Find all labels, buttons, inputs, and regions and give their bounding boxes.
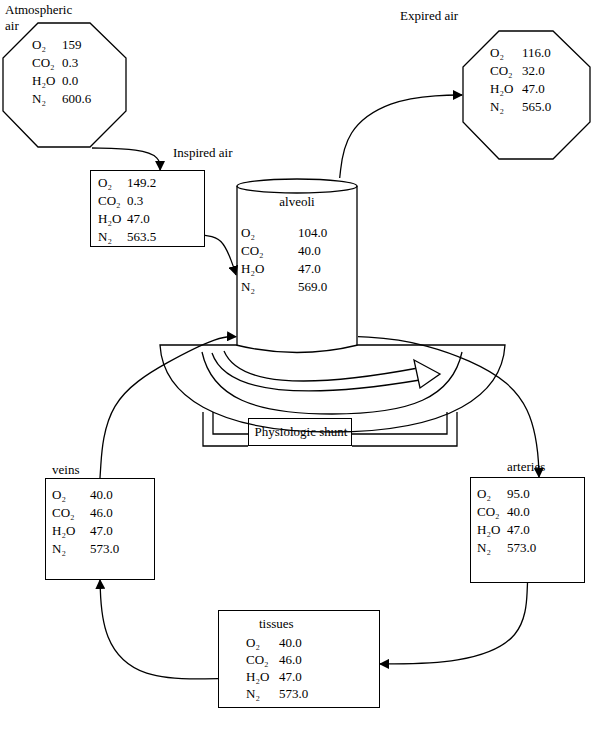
partial-pressure-value: 40.0 bbox=[507, 504, 530, 520]
alveoli-cylinder: alveoliO₂ 104.0CO₂ 40.0H₂O 47.0N₂ 569.0 bbox=[236, 178, 358, 345]
gas-name: O₂ bbox=[98, 175, 112, 191]
flow-arrow bbox=[100, 336, 236, 478]
gas-name: N₂ bbox=[246, 686, 260, 702]
partial-pressure-value: 47.0 bbox=[279, 669, 302, 685]
gas-name: O₂ bbox=[477, 486, 491, 502]
partial-pressure-value: 149.2 bbox=[127, 175, 156, 191]
partial-pressure-value: 573.0 bbox=[90, 541, 119, 557]
octagon-shape bbox=[463, 31, 590, 159]
section-heading: Atmospheric air bbox=[5, 2, 77, 34]
partial-pressure-value: 563.5 bbox=[127, 229, 156, 245]
gas-name: N₂ bbox=[98, 229, 112, 245]
shunt-tube bbox=[352, 412, 457, 446]
shunt-tube bbox=[352, 412, 447, 434]
gas-name: H₂O bbox=[52, 523, 75, 539]
gas-name: H₂O bbox=[98, 211, 121, 227]
gas-name: CO₂ bbox=[490, 63, 513, 79]
partial-pressure-value: 159 bbox=[62, 37, 82, 53]
octagon-box: Atmospheric airO₂159CO₂0.3H₂O0.0N₂600.6 bbox=[2, 22, 127, 148]
gas-name: CO₂ bbox=[477, 504, 500, 520]
gas-name: O₂ bbox=[246, 635, 260, 651]
gas-name: N₂ bbox=[477, 540, 491, 556]
gas-name: N₂ bbox=[241, 279, 255, 295]
partial-pressure-value: 47.0 bbox=[90, 523, 113, 539]
octagon-box: Expired airO₂116.0CO₂32.0H₂O47.0N₂565.0 bbox=[462, 30, 591, 160]
cylinder-top bbox=[237, 179, 357, 193]
gas-name: O₂ bbox=[32, 37, 46, 53]
partial-pressure-value: 116.0 bbox=[522, 45, 551, 61]
gas-table-box: Inspired airO₂149.2CO₂0.3H₂O47.0N₂563.5 bbox=[90, 170, 205, 247]
partial-pressure-value: 0.3 bbox=[62, 55, 78, 71]
shunt-box: Physiologic shunt bbox=[248, 418, 352, 446]
gas-name: H₂O bbox=[32, 73, 55, 89]
flow-band bbox=[224, 351, 418, 381]
partial-pressure-value: 47.0 bbox=[298, 261, 321, 277]
gas-name: H₂O bbox=[490, 81, 513, 97]
partial-pressure-value: 573.0 bbox=[507, 540, 536, 556]
flow-arrow-head bbox=[414, 360, 440, 388]
partial-pressure-value: 40.0 bbox=[90, 487, 113, 503]
flow-band bbox=[212, 353, 420, 391]
gas-name: CO₂ bbox=[32, 55, 55, 71]
gas-name: N₂ bbox=[52, 541, 66, 557]
section-heading: alveoli bbox=[236, 194, 358, 210]
gas-name: N₂ bbox=[32, 91, 46, 107]
gas-name: O₂ bbox=[241, 225, 255, 241]
gas-name: H₂O bbox=[241, 261, 264, 277]
partial-pressure-value: 565.0 bbox=[522, 99, 551, 115]
brim-inner-curve bbox=[202, 352, 462, 414]
partial-pressure-value: 40.0 bbox=[298, 243, 321, 259]
gas-table-box: tissuesO₂ 40.0CO₂ 46.0H₂O 47.0N₂ 573.0 bbox=[218, 610, 380, 708]
flow-arrow bbox=[358, 337, 539, 477]
partial-pressure-value: 600.6 bbox=[62, 91, 91, 107]
partial-pressure-value: 569.0 bbox=[298, 279, 327, 295]
partial-pressure-value: 32.0 bbox=[522, 63, 545, 79]
partial-pressure-value: 573.0 bbox=[279, 686, 308, 702]
flow-arrow bbox=[205, 235, 236, 274]
partial-pressure-value: 46.0 bbox=[279, 652, 302, 668]
partial-pressure-value: 104.0 bbox=[298, 225, 327, 241]
gas-name: CO₂ bbox=[246, 652, 269, 668]
gas-name: H₂O bbox=[246, 669, 269, 685]
cylinder-side bbox=[237, 186, 357, 345]
octagon-shape bbox=[3, 23, 126, 147]
partial-pressure-value: 47.0 bbox=[522, 81, 545, 97]
section-heading: Inspired air bbox=[173, 145, 233, 161]
section-heading: veins bbox=[52, 462, 79, 478]
partial-pressure-value: 95.0 bbox=[507, 486, 530, 502]
gas-name: O₂ bbox=[490, 45, 504, 61]
partial-pressure-value: 0.3 bbox=[127, 193, 143, 209]
gas-table-box: veinsO₂40.0CO₂46.0H₂O47.0N₂573.0 bbox=[45, 478, 155, 580]
gas-name: H₂O bbox=[477, 522, 500, 538]
section-heading: Expired air bbox=[400, 8, 458, 24]
partial-pressure-value: 46.0 bbox=[90, 505, 113, 521]
gas-name: CO₂ bbox=[52, 505, 75, 521]
gas-name: CO₂ bbox=[98, 193, 121, 209]
flow-arrow bbox=[92, 148, 160, 170]
flow-arrow bbox=[380, 583, 528, 664]
section-heading: tissues bbox=[259, 616, 294, 632]
gas-name: N₂ bbox=[490, 99, 504, 115]
flow-arrow bbox=[100, 580, 218, 679]
shunt-tube bbox=[213, 412, 248, 434]
partial-pressure-value: 40.0 bbox=[279, 635, 302, 651]
shunt-tube bbox=[203, 412, 248, 446]
flow-arrow bbox=[340, 95, 462, 178]
gas-name: O₂ bbox=[52, 487, 66, 503]
gas-table-box: arteriesO₂95.0CO₂40.0H₂O47.0N₂573.0 bbox=[470, 477, 585, 583]
shunt-label: Physiologic shunt bbox=[249, 424, 353, 440]
partial-pressure-value: 47.0 bbox=[127, 211, 150, 227]
partial-pressure-value: 47.0 bbox=[507, 522, 530, 538]
partial-pressure-value: 0.0 bbox=[62, 73, 78, 89]
section-heading: arteries bbox=[507, 459, 545, 475]
gas-name: CO₂ bbox=[241, 243, 264, 259]
